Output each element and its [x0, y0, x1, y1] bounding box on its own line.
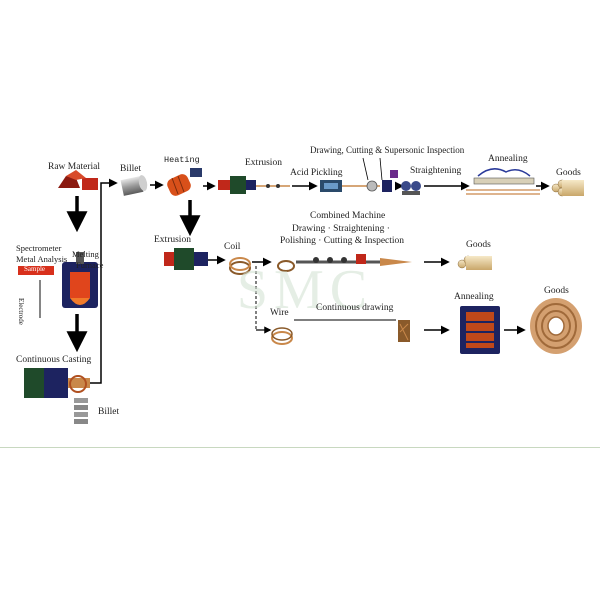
continuous-drawing-icon [294, 319, 410, 342]
goods-bundle-mid-icon [457, 255, 492, 270]
label-billet-top: Billet [120, 164, 142, 174]
label-electrode: Electrode [17, 298, 25, 325]
billet-stack-icon [74, 398, 88, 424]
sample-tag-icon [18, 266, 54, 275]
label-goods-bottom: Goods [544, 286, 569, 296]
label-metal-analysis: Metal Analysis [16, 254, 68, 264]
combined-machine-icon [277, 254, 412, 272]
continuous-casting-icon [24, 368, 90, 398]
label-goods-top: Goods [556, 168, 581, 178]
goods-bundle-top-icon [551, 179, 584, 197]
footer-divider [0, 447, 600, 448]
label-combined-machine: Combined Machine [310, 211, 386, 221]
label-annealing-bottom: Annealing [454, 292, 494, 302]
label-billet-bottom: Billet [98, 407, 120, 417]
extrusion-press-top-icon [218, 176, 290, 194]
label-extrusion-top: Extrusion [245, 158, 282, 168]
label-combined-line2: Polishing · Cutting & Inspection [280, 236, 405, 246]
label-coil: Coil [224, 242, 241, 252]
watermark: SMC [237, 259, 373, 321]
label-spectrometer: Spectrometer [16, 243, 62, 253]
label-raw-material: Raw Material [48, 162, 100, 172]
acid-pickling-icon [320, 180, 356, 192]
label-annealing-top: Annealing [488, 154, 528, 164]
drawing-cutting-icon [356, 157, 398, 192]
label-furnace: Furnace [76, 260, 104, 270]
label-goods-mid: Goods [466, 240, 491, 250]
heating-coil-icon [167, 168, 202, 196]
label-continuous-drawing: Continuous drawing [316, 303, 394, 313]
extrusion-press-mid-icon [164, 248, 208, 270]
annealing-furnace-top-icon [466, 168, 540, 195]
label-heating: Heating [164, 155, 200, 165]
label-continuous-casting: Continuous Casting [16, 355, 92, 365]
connector-casting-to-billet [90, 178, 118, 384]
label-melting: Melting [72, 249, 99, 259]
label-straightening: Straightening [410, 166, 462, 176]
straightening-icon [401, 181, 421, 195]
label-sample: Sample [24, 265, 45, 273]
melting-furnace-icon [62, 252, 98, 308]
label-wire: Wire [270, 308, 289, 318]
wire-coil-icon [271, 327, 293, 345]
annealing-furnace-bottom-icon [460, 306, 500, 354]
coil-icon [229, 257, 251, 275]
billet-cylinder-icon [120, 175, 148, 196]
raw-material-icon [58, 170, 98, 190]
label-acid-pickling: Acid Pickling [290, 168, 343, 178]
label-combined-line1: Drawing · Straightening · [292, 224, 390, 234]
goods-wire-coil-icon [530, 298, 582, 354]
label-drawing-cutting: Drawing, Cutting & Supersonic Inspection [310, 145, 465, 155]
label-extrusion-mid: Extrusion [154, 235, 191, 245]
